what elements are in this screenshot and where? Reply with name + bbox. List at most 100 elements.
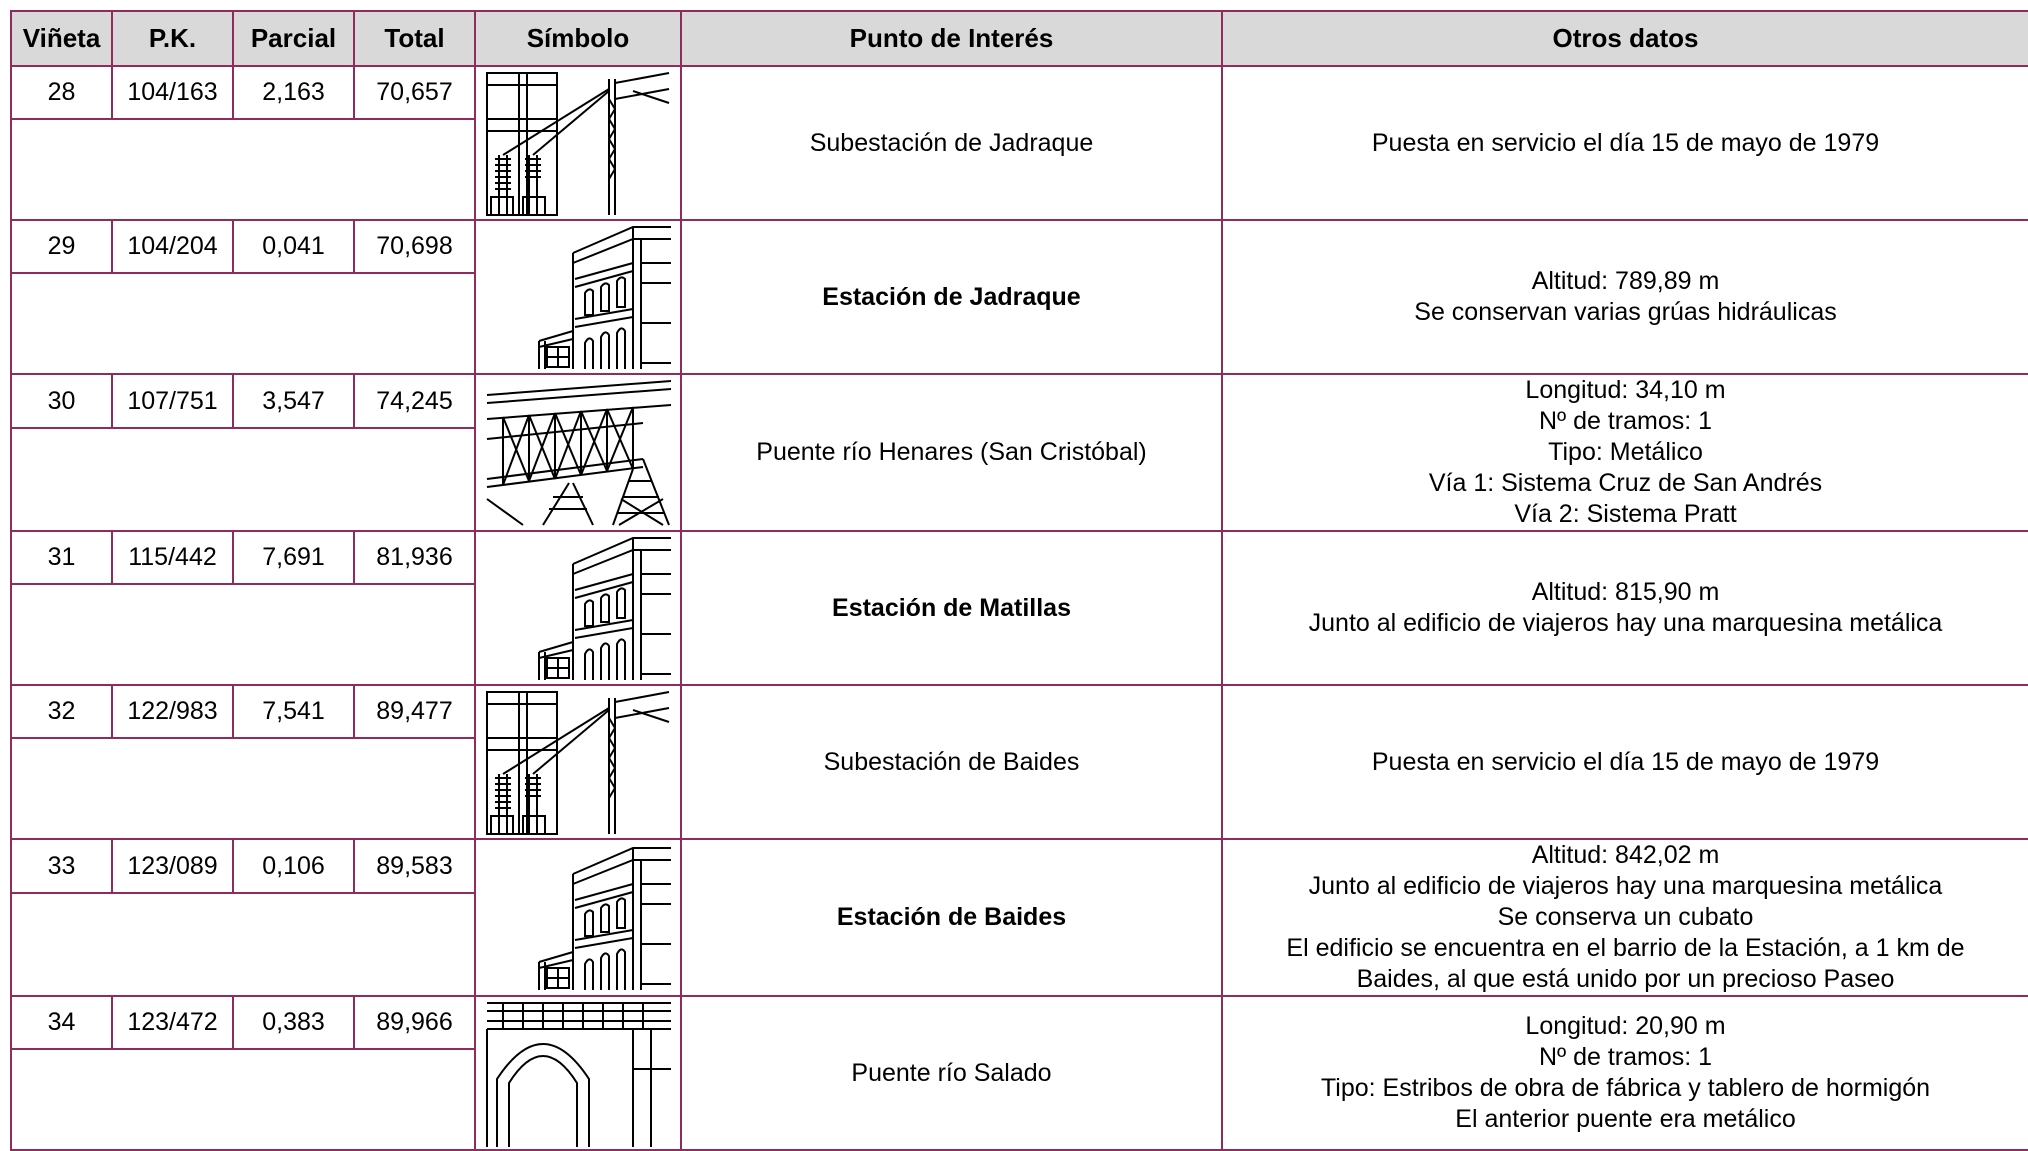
empty-cell (10, 273, 475, 375)
symbol-box (483, 688, 673, 836)
cell-pk: 115/442 (111, 530, 234, 585)
cell-pk: 122/983 (111, 684, 234, 739)
cell-simbolo (474, 838, 682, 997)
cell-punto-interes: Estación de Matillas (680, 530, 1223, 686)
otros-line: Puesta en servicio el día 15 de mayo de … (1371, 128, 1880, 157)
cell-parcial: 7,691 (232, 530, 355, 585)
cell-punto-interes: Subestación de Jadraque (680, 65, 1223, 221)
table-row-spacer (10, 584, 2028, 686)
cell-otros-datos: Puesta en servicio el día 15 de mayo de … (1221, 65, 2028, 221)
cell-pk: 107/751 (111, 372, 234, 430)
otros-line: Longitud: 34,10 m (1525, 376, 1726, 404)
route-table: Viñeta P.K. Parcial Total Símbolo Punto … (10, 10, 2028, 1151)
cell-parcial: 0,041 (232, 219, 355, 274)
cell-simbolo (474, 684, 682, 840)
cell-total: 70,657 (353, 65, 476, 120)
symbol-box (483, 534, 673, 682)
cell-otros-datos: Altitud: 842,02 m Junto al edificio de vi… (1221, 838, 2028, 997)
header-row: Viñeta P.K. Parcial Total Símbolo Punto … (10, 10, 2028, 67)
header-punto: Punto de Interés (680, 10, 1223, 67)
cell-total: 89,583 (353, 837, 476, 895)
cell-vineta: 29 (10, 219, 113, 274)
otros-line: Nº de tramos: 1 (1538, 1043, 1713, 1071)
header-simbolo: Símbolo (474, 10, 682, 67)
symbol-box (483, 69, 673, 217)
empty-cell (10, 584, 475, 686)
cell-otros-datos: Altitud: 815,90 m Junto al edificio de vi… (1221, 530, 2028, 686)
symbol-box (483, 999, 673, 1147)
header-parcial: Parcial (232, 10, 355, 67)
otros-line: El anterior puente era metálico (1455, 1105, 1796, 1133)
cell-otros-datos: Altitud: 789,89 m Se conservan varias grú… (1221, 219, 2028, 375)
cell-total: 70,698 (353, 219, 476, 274)
station-icon (538, 846, 671, 990)
otros-line: Altitud: 842,02 m (1531, 841, 1720, 869)
symbol-box (483, 379, 673, 527)
cell-punto-interes: Puente río Salado (680, 995, 1223, 1151)
substation-icon (486, 691, 670, 835)
cell-vineta: 32 (10, 684, 113, 739)
otros-line: Junto al edificio de viajeros hay una ma… (1308, 609, 1943, 637)
arch-bridge-icon (486, 1002, 671, 1147)
otros-line: Tipo: Estribos de obra de fábrica y tabl… (1320, 1074, 1931, 1102)
cell-simbolo (474, 995, 682, 1151)
header-vineta: Viñeta (10, 10, 113, 67)
otros-line: Vía 2: Sistema Pratt (1514, 500, 1737, 528)
cell-punto-interes: Estación de Baides (680, 838, 1223, 997)
otros-line: Vía 1: Sistema Cruz de San Andrés (1428, 469, 1823, 497)
cell-parcial: 2,163 (232, 65, 355, 120)
cell-parcial: 7,541 (232, 684, 355, 739)
table-row-spacer (10, 893, 2028, 997)
header-total: Total (353, 10, 476, 67)
cell-simbolo (474, 530, 682, 686)
otros-line: Tipo: Metálico (1548, 438, 1703, 466)
otros-line: Puesta en servicio el día 15 de mayo de … (1371, 747, 1880, 776)
empty-cell (10, 119, 475, 221)
otros-line: Altitud: 815,90 m (1531, 578, 1720, 606)
otros-line: Altitud: 789,89 m (1531, 267, 1720, 295)
cell-otros-datos: Longitud: 34,10 m Nº de tramos: 1 Tipo: Me… (1221, 373, 2028, 532)
station-icon (538, 226, 671, 369)
otros-line: Se conservan varias grúas hidráulicas (1414, 298, 1837, 326)
empty-cell (10, 428, 475, 532)
empty-cell (10, 1049, 475, 1151)
cell-simbolo (474, 373, 682, 532)
cell-punto-interes: Subestación de Baides (680, 684, 1223, 840)
cell-total: 74,245 (353, 372, 476, 430)
cell-total: 89,966 (353, 995, 476, 1050)
otros-line: Nº de tramos: 1 (1538, 407, 1713, 435)
table-row-spacer (10, 738, 2028, 840)
cell-vineta: 33 (10, 837, 113, 895)
cell-otros-datos: Puesta en servicio el día 15 de mayo de … (1221, 684, 2028, 840)
cell-vineta: 28 (10, 65, 113, 120)
cell-total: 89,477 (353, 684, 476, 739)
cell-vineta: 31 (10, 530, 113, 585)
cell-parcial: 3,547 (232, 372, 355, 430)
otros-line: Junto al edificio de viajeros hay una ma… (1308, 872, 1943, 900)
table-row-spacer (10, 119, 2028, 221)
cell-parcial: 0,383 (232, 995, 355, 1050)
cell-parcial: 0,106 (232, 837, 355, 895)
table-row-spacer (10, 273, 2028, 375)
route-table-wrapper: Viñeta P.K. Parcial Total Símbolo Punto … (10, 10, 2028, 1151)
cell-total: 81,936 (353, 530, 476, 585)
empty-cell (10, 738, 475, 840)
cell-vineta: 30 (10, 372, 113, 430)
cell-pk: 123/089 (111, 837, 234, 895)
otros-line: Se conserva un cubato (1497, 903, 1754, 931)
symbol-box (483, 844, 673, 992)
cell-simbolo (474, 65, 682, 221)
header-otros: Otros datos (1221, 10, 2028, 67)
cell-pk: 104/204 (111, 219, 234, 274)
cell-otros-datos: Longitud: 20,90 m Nº de tramos: 1 Tipo: Es… (1221, 995, 2028, 1151)
otros-line: El edificio se encuentra en el barrio de… (1286, 934, 1965, 962)
cell-punto-interes: Puente río Henares (San Cristóbal) (680, 373, 1223, 532)
otros-line: Longitud: 20,90 m (1525, 1012, 1726, 1040)
